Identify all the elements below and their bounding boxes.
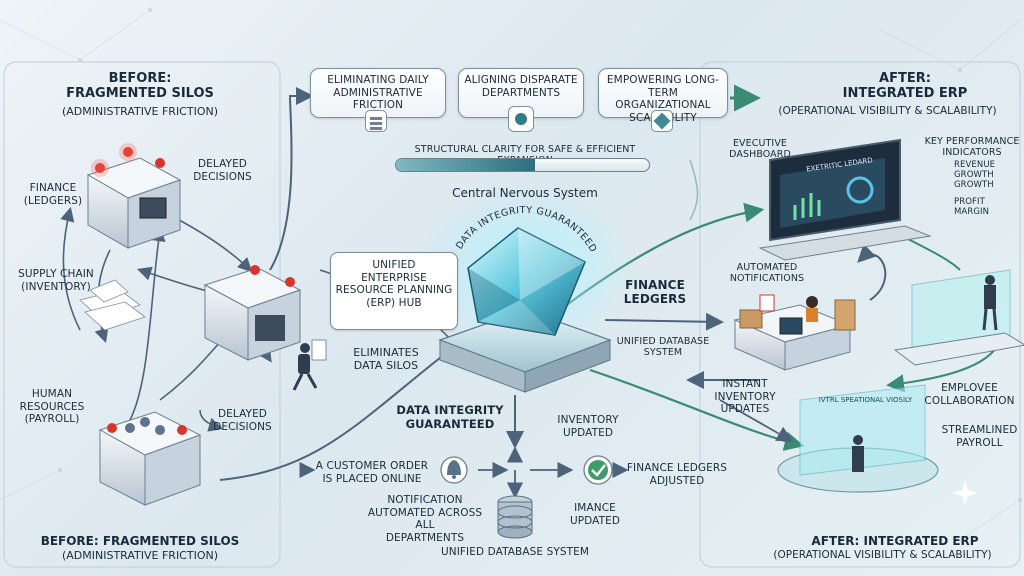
sparkle-icon — [952, 480, 978, 506]
central-nervous-label: Central Nervous System — [452, 186, 598, 200]
erp-hub-crystal — [415, 185, 635, 393]
erp-hub-label: UNIFIED ENTERPRISE RESOURCE PLANNING (ER… — [335, 259, 453, 309]
after-subtitle: (OPERATIONAL VISIBILITY & SCALABILITY) — [778, 105, 997, 117]
supply-chain-label: SUPPLY CHAIN (INVENTORY) — [18, 268, 94, 293]
connector-silos-to-benefits — [269, 87, 314, 271]
before-subtitle: (ADMINISTRATIVE FRICTION) — [61, 105, 219, 118]
before-footer-title: BEFORE: FRAGMENTED SILOS — [40, 534, 240, 548]
kpi-item: REVENUE GROWTH — [954, 160, 996, 181]
after-title: AFTER: INTEGRATED ERP — [842, 71, 968, 101]
inventory-updated-label: INVENTORY UPDATED — [557, 414, 619, 439]
kpi-label: KEY PERFORMANCE INDICATORS — [924, 136, 1020, 159]
executive-laptop — [758, 138, 932, 261]
executive-dashboard-label: EVECUTIVE DASHBOARD — [729, 138, 791, 161]
customer-order-label: A CUSTOMER ORDER IS PLACED ONLINE — [315, 460, 429, 485]
automated-notifications-label: AUTOMATED NOTIFICATIONS — [729, 262, 805, 285]
checkmark-icon — [583, 455, 613, 485]
integrity-label: DATA INTEGRITY GUARANTEED — [396, 403, 504, 431]
finance-adjusted-label: FINANCE LEDGERS ADJUSTED — [626, 462, 728, 487]
benefit-text-scalability: EMPOWERING LONG-TERM ORGANIZATIONAL SCAL… — [606, 74, 720, 124]
kpi-item: GROWTH — [954, 180, 994, 191]
unified-db-hub-label: UNIFIED DATABASE SYSTEM — [616, 336, 710, 359]
hr-label: HUMAN RESOURCES (PAYROLL) — [19, 388, 85, 426]
running-person-figure — [292, 339, 327, 391]
unified-db-bottom-label: UNIFIED DATABASE SYSTEM — [440, 546, 590, 558]
hr-silo-cube — [98, 411, 202, 506]
benefit-card-aligning: ALIGNING DISPARATE DEPARTMENTS — [458, 68, 584, 118]
operational-visibility-hologram — [777, 384, 939, 493]
visibility-screen-text: IVTRL SPEATIONAL VIOSILY — [818, 396, 913, 404]
connector-faint-dashboard — [689, 159, 699, 221]
finance-ledgers-label: FINANCE LEDGERS — [623, 278, 687, 307]
background-network — [0, 7, 1023, 541]
network-icon — [508, 106, 534, 132]
supply-chain-silo-cube — [203, 265, 302, 361]
stack-icon — [365, 110, 387, 132]
notification-desk — [733, 294, 856, 371]
before-title: BEFORE: FRAGMENTED SILOS — [66, 71, 214, 101]
notification-automated-label: NOTIFICATION AUTOMATED ACROSS ALL DEPART… — [367, 494, 483, 544]
delayed-decisions-top: DELAYED DECISIONS — [193, 158, 252, 183]
database-icon — [497, 495, 533, 539]
bell-icon — [440, 456, 468, 484]
benefit-card-friction: ELIMINATING DAILY ADMINISTRATIVE FRICTIO… — [310, 68, 446, 118]
kpi-item: PROFIT MARGIN — [954, 196, 990, 217]
connector-hub-to-hr — [219, 349, 451, 481]
structural-clarity-fill — [396, 159, 536, 171]
streamlined-payroll-label: STREAMLINED PAYROLL — [941, 424, 1018, 449]
finance-silo-cube — [86, 143, 182, 249]
employee-collaboration-screen — [893, 269, 1024, 366]
employee-collaboration-label: EMPLOVEE COLLABORATION — [924, 382, 1015, 407]
structural-clarity-bar — [395, 158, 650, 172]
delayed-decisions-bottom: DELAYED DECISIONS — [213, 408, 272, 433]
after-footer-title: AFTER: INTEGRATED ERP — [811, 534, 979, 548]
connector-inventory-to-visibility — [719, 399, 794, 442]
paper-pile-supply — [79, 279, 146, 331]
connector-notifications-loop — [857, 243, 887, 301]
erp-hub-card: UNIFIED ENTERPRISE RESOURCE PLANNING (ER… — [330, 252, 458, 330]
after-footer-subtitle: (OPERATIONAL VISIBILITY & SCALABILITY) — [773, 549, 992, 561]
cube-icon — [651, 110, 673, 132]
finance-label: FINANCE (LEDGERS) — [23, 182, 83, 207]
after-panel-frame — [699, 61, 1021, 568]
instant-inventory-label: INSTANT INVENTORY UPDATES — [714, 378, 776, 416]
eliminates-silos-label: ELIMINATES DATA SILOS — [353, 346, 419, 373]
benefit-text-friction: ELIMINATING DAILY ADMINISTRATIVE FRICTIO… — [327, 74, 429, 112]
before-footer-subtitle: (ADMINISTRATIVE FRICTION) — [61, 549, 219, 562]
connector-hub-to-notifications — [604, 312, 724, 331]
imance-updated-label: IMANCE UPDATED — [569, 502, 621, 527]
kpi-list: REVENUE GROWTH GROWTH PROFIT MARGIN — [940, 160, 1020, 217]
benefit-text-aligning: ALIGNING DISPARATE DEPARTMENTS — [464, 74, 578, 99]
